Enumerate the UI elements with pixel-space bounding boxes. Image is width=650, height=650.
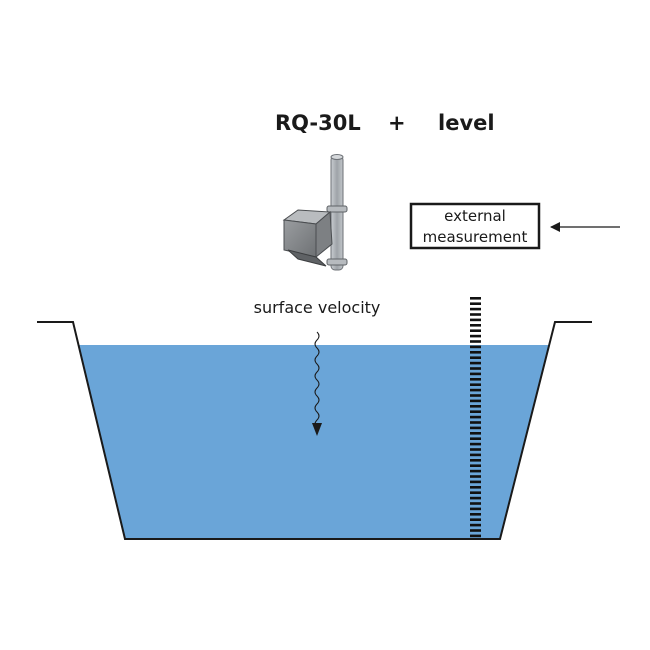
gauge-tick bbox=[470, 491, 481, 494]
gauge-tick bbox=[470, 410, 481, 413]
gauge-tick bbox=[470, 464, 481, 467]
external-measurement-box: external measurement bbox=[409, 202, 541, 250]
gauge-tick bbox=[470, 480, 481, 484]
gauge-tick bbox=[470, 459, 481, 462]
water-body bbox=[78, 345, 550, 539]
gauge-tick bbox=[470, 399, 481, 403]
gauge-tick bbox=[470, 334, 481, 338]
gauge-tick bbox=[470, 297, 481, 300]
gauge-tick bbox=[470, 367, 481, 370]
gauge-tick bbox=[470, 421, 481, 424]
gauge-tick bbox=[470, 502, 481, 505]
surface-velocity-label: surface velocity bbox=[254, 298, 381, 317]
gauge-tick bbox=[470, 324, 481, 327]
gauge-tick bbox=[470, 318, 481, 322]
radar-sensor-icon bbox=[282, 154, 348, 271]
gauge-tick bbox=[470, 378, 481, 381]
gauge-tick bbox=[470, 383, 481, 386]
gauge-tick bbox=[470, 345, 481, 349]
wavy-down-arrow-icon bbox=[314, 331, 320, 429]
gauge-tick bbox=[470, 313, 481, 316]
gauge-tick bbox=[470, 351, 481, 354]
gauge-tick bbox=[470, 534, 481, 538]
gauge-tick bbox=[470, 453, 481, 457]
gauge-tick bbox=[470, 329, 481, 332]
gauge-tick bbox=[470, 340, 481, 343]
gauge-tick bbox=[470, 307, 481, 311]
device-name-label: RQ-30L bbox=[275, 111, 361, 135]
gauge-tick bbox=[470, 523, 481, 527]
gauge-tick bbox=[470, 432, 481, 435]
gauge-tick bbox=[470, 302, 481, 305]
sensor-body bbox=[283, 219, 317, 258]
gauge-tick bbox=[470, 442, 481, 446]
gauge-tick bbox=[470, 394, 481, 397]
gauge-tick bbox=[470, 405, 481, 408]
gauge-tick bbox=[470, 469, 481, 473]
gauge-tick bbox=[470, 486, 481, 489]
gauge-tick bbox=[470, 372, 481, 376]
external-label-line2: measurement bbox=[423, 228, 528, 246]
gauge-tick bbox=[470, 475, 481, 478]
gauge-tick bbox=[470, 507, 481, 511]
gauge-tick bbox=[470, 529, 481, 532]
gauge-tick bbox=[470, 356, 481, 359]
gauge-tick bbox=[470, 448, 481, 451]
channel-outline bbox=[37, 321, 592, 540]
plus-sign: + bbox=[388, 111, 406, 135]
gauge-tick bbox=[470, 518, 481, 521]
gauge-tick bbox=[470, 415, 481, 419]
gauge-tick bbox=[470, 426, 481, 430]
gauge-tick bbox=[470, 513, 481, 516]
external-label-line1: external bbox=[444, 207, 506, 225]
level-label: level bbox=[438, 111, 495, 135]
gauge-tick bbox=[470, 437, 481, 440]
sensor-pole bbox=[330, 155, 344, 271]
gauge-tick bbox=[470, 361, 481, 365]
gauge-tick bbox=[470, 496, 481, 500]
gauge-tick bbox=[470, 388, 481, 392]
level-staff-gauge-icon bbox=[470, 297, 481, 538]
